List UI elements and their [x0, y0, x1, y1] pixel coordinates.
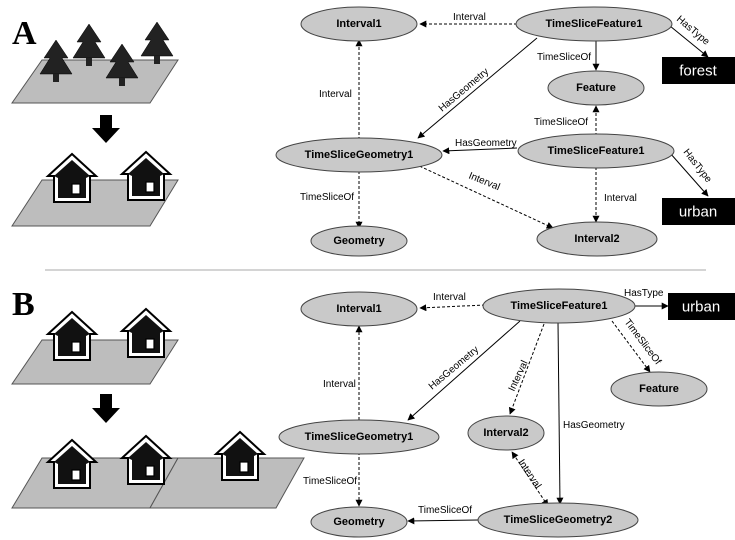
type-label: urban [682, 299, 720, 316]
tree-icon [105, 43, 139, 86]
node-label: TimeSliceFeature1 [547, 145, 644, 157]
edge-timesliceof [407, 517, 479, 525]
edge-label: Interval [319, 89, 352, 100]
node-interval1: Interval1 [300, 291, 418, 327]
house-icon [119, 150, 173, 201]
edge-label: HasType [674, 14, 712, 48]
house-icon [45, 310, 99, 361]
edge-timesliceof [611, 320, 651, 373]
node-label: TimeSliceFeature1 [545, 18, 642, 30]
type-box-urban: urban [668, 293, 735, 320]
node-label: TimeSliceFeature1 [510, 300, 607, 312]
node-feature: Feature [547, 70, 645, 106]
edge-label: Interval [516, 458, 543, 491]
edge-interval [508, 323, 545, 415]
node-label: Geometry [333, 516, 385, 528]
edge-label: Interval [604, 193, 637, 204]
edge-hasgeometry [442, 147, 518, 155]
node-label: Interval1 [336, 18, 381, 30]
node-label: TimeSliceGeometry1 [305, 431, 414, 443]
edge-hasgeometry [556, 321, 564, 505]
edge-label: HasGeometry [455, 138, 517, 149]
house-icon [119, 307, 173, 358]
node-geometry: Geometry [310, 225, 408, 257]
house-icon [45, 152, 99, 203]
ground-plane [11, 59, 179, 104]
node-label: TimeSliceGeometry2 [504, 514, 613, 526]
node-timeslicefeature1: TimeSliceFeature1 [515, 6, 673, 42]
type-box-forest: forest [662, 57, 735, 84]
edge-label: TimeSliceOf [303, 476, 357, 487]
edge-label: TimeSliceOf [534, 117, 588, 128]
node-label: Geometry [333, 235, 385, 247]
node-label: Interval2 [483, 427, 528, 439]
type-label: urban [679, 204, 717, 221]
ground-plane [149, 457, 305, 509]
edge-label: Interval [453, 12, 486, 23]
edge-label: TimeSliceOf [418, 505, 472, 516]
edge-hastype [669, 152, 709, 197]
house-icon [213, 430, 267, 481]
tree-icon [140, 21, 174, 64]
node-label: Feature [576, 82, 616, 94]
urban-scene-illustration [11, 307, 179, 385]
tree-icon [72, 23, 106, 66]
edge-label: HasGeometry [437, 66, 491, 114]
node-label: TimeSliceGeometry1 [305, 149, 414, 161]
edge-label: HasGeometry [427, 344, 481, 392]
panel-letter-b: B [12, 286, 35, 323]
edge-hastype [669, 25, 709, 58]
node-label: Interval2 [574, 233, 619, 245]
transition-arrow-icon [92, 115, 120, 143]
urban-scene-illustration [11, 150, 179, 227]
node-feature: Feature [610, 371, 708, 407]
edge-label: HasType [624, 288, 664, 299]
edge-hasgeometry [417, 37, 538, 139]
node-interval1: Interval1 [300, 6, 418, 42]
node-timeslicegeometry2: TimeSliceGeometry2 [477, 502, 639, 538]
tree-icon [39, 39, 73, 82]
edge-label: TimeSliceOf [537, 52, 591, 63]
edge-label: TimeSliceOf [300, 192, 354, 203]
type-label: forest [679, 63, 717, 80]
node-label: Feature [639, 383, 679, 395]
edge-label: Interval [467, 171, 502, 193]
edge-label: Interval [433, 292, 466, 303]
edge-interval [511, 451, 549, 507]
edge-hasgeometry [407, 320, 521, 421]
panel-b: B [11, 286, 735, 538]
node-timeslicegeometry1: TimeSliceGeometry1 [275, 137, 443, 173]
edge-label: Interval [323, 379, 356, 390]
edge-interval [414, 163, 554, 229]
edge-interval [419, 304, 486, 312]
house-icon [45, 438, 99, 489]
node-interval2: Interval2 [467, 415, 545, 451]
urban-expanded-scene-illustration [11, 430, 305, 509]
forest-scene-illustration [11, 21, 179, 104]
panel-letter-a: A [12, 15, 37, 52]
edge-label: Interval [507, 359, 531, 393]
node-timeslicefeature1-b: TimeSliceFeature1 [517, 133, 675, 169]
node-interval2: Interval2 [536, 221, 658, 257]
transition-arrow-icon [92, 394, 120, 423]
node-geometry: Geometry [310, 506, 408, 538]
edges-a: Interval TimeSliceOf HasType HasGeometry… [300, 12, 714, 229]
node-timeslicefeature1: TimeSliceFeature1 [482, 288, 636, 324]
edge-label: HasType [681, 147, 714, 185]
edge-label: HasGeometry [563, 420, 625, 431]
node-label: Interval1 [336, 303, 381, 315]
type-box-urban: urban [662, 198, 735, 225]
house-icon [119, 434, 173, 485]
node-timeslicegeometry1: TimeSliceGeometry1 [278, 419, 440, 455]
panel-a: A [11, 6, 735, 257]
